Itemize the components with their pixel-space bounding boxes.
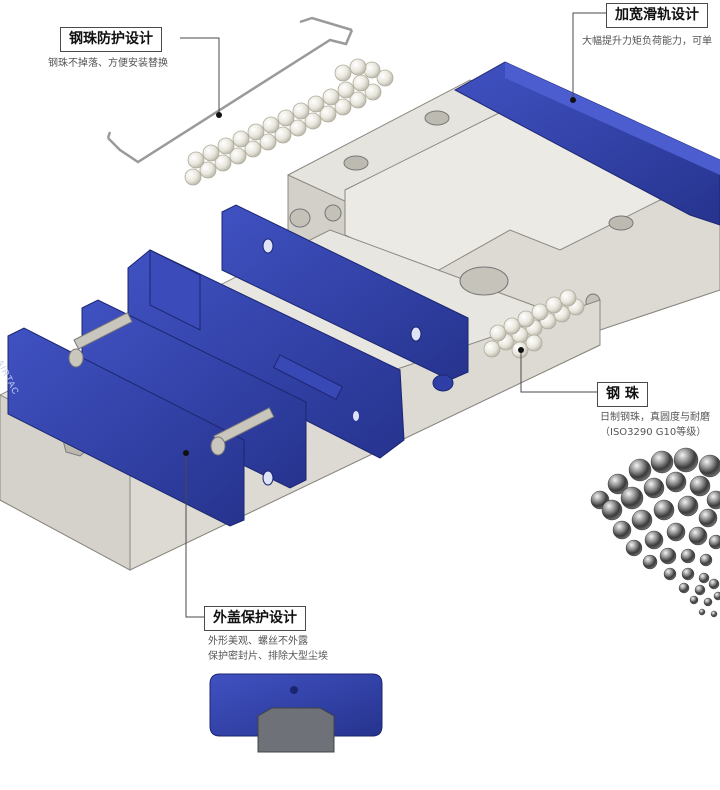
steel-ball-pile xyxy=(590,447,720,618)
steel-ball-retainer-desc: 钢珠不掉落、方便安装替换 xyxy=(48,56,168,71)
wide-rail-desc: 大幅提升力矩负荷能力，可单 xyxy=(582,34,712,49)
steel-ball-title: 钢 珠 xyxy=(597,382,648,407)
steel-ball-retainer-title: 钢珠防护设计 xyxy=(60,27,162,52)
wide-rail-line-1: 大幅提升力矩负荷能力，可单 xyxy=(582,36,712,47)
screws xyxy=(68,312,275,456)
outer-cover-plate xyxy=(7,327,245,527)
outer-cover-detail xyxy=(209,673,383,753)
carriage-block xyxy=(287,61,720,331)
steel-ball-line-1: 日制钢珠，真圆度与耐磨 xyxy=(600,412,710,423)
outer-cover-line-2: 保护密封片、排除大型尘埃 xyxy=(208,651,328,662)
wide-rail-title: 加宽滑轨设计 xyxy=(606,3,708,28)
steel-ball-desc: 日制钢珠，真圆度与耐磨 （ISO3290 G10等级） xyxy=(600,410,710,440)
wire-retainer xyxy=(106,16,354,164)
leader-lines xyxy=(180,12,606,618)
outer-cover-title: 外盖保护设计 xyxy=(204,606,306,631)
ball-chain-top xyxy=(184,58,394,186)
steel-ball-retainer-line-1: 钢珠不掉落、方便安装替换 xyxy=(48,58,168,69)
end-cap-front xyxy=(127,249,405,459)
end-seal-rear xyxy=(221,204,469,392)
steel-ball-line-2: （ISO3290 G10等级） xyxy=(600,427,707,438)
outer-cover-desc: 外形美观、螺丝不外露 保护密封片、排除大型尘埃 xyxy=(208,634,328,664)
outer-cover-line-1: 外形美观、螺丝不外露 xyxy=(208,636,308,647)
